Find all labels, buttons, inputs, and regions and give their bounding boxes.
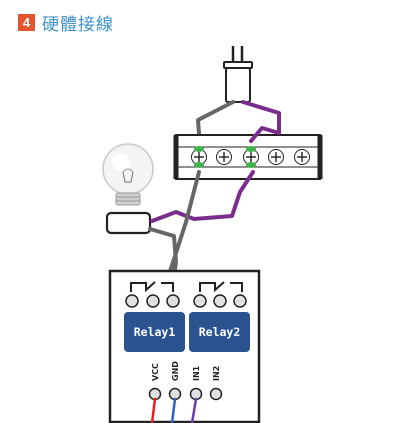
relay-output-terminals bbox=[125, 294, 247, 308]
terminal-markers bbox=[194, 146, 256, 168]
relay-module: Relay1 Relay2 VCC GND IN1 IN2 bbox=[108, 269, 261, 423]
gnd-wire bbox=[170, 397, 177, 423]
relay-2-label: Relay2 bbox=[199, 325, 241, 339]
lamp-socket bbox=[105, 211, 152, 235]
power-plug bbox=[223, 46, 253, 103]
in1-wire bbox=[190, 397, 198, 423]
relay-input-pins bbox=[148, 387, 223, 401]
relay-1-label: Relay1 bbox=[134, 325, 176, 339]
relay-2: Relay2 bbox=[189, 312, 250, 352]
light-bulb-icon bbox=[102, 143, 154, 206]
section-title: 硬體接線 bbox=[42, 14, 114, 35]
pin-in2-label: IN2 bbox=[212, 366, 221, 381]
pin-gnd-label: GND bbox=[171, 361, 180, 381]
pin-in1-label: IN1 bbox=[192, 365, 201, 381]
step-number-badge: 4 bbox=[18, 13, 35, 31]
vcc-wire bbox=[150, 397, 157, 423]
control-wires bbox=[150, 397, 198, 423]
pin-vcc-label: VCC bbox=[151, 363, 160, 381]
relay-1: Relay1 bbox=[124, 312, 185, 352]
relay-contact-symbols bbox=[130, 281, 243, 293]
section-heading: 4 硬體接線 bbox=[18, 11, 114, 35]
